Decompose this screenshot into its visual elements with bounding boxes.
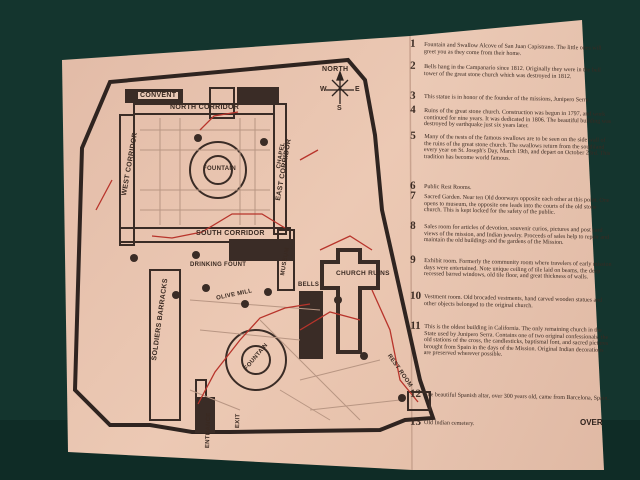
legend-number: 9 [410, 253, 416, 266]
legend-text: Ruins of the great stone church. Constru… [423, 108, 612, 130]
label-south-corridor: SOUTH CORRIDOR [196, 230, 265, 237]
legend-number: 7 [410, 189, 416, 202]
legend-number: 8 [410, 219, 416, 232]
legend-item: 9 Exhibit room. Formerly the community ro… [410, 254, 612, 281]
label-bells: BELLS [298, 282, 320, 288]
legend-item: 5 Many of the nests of the famous swallow… [410, 130, 613, 164]
label-church-ruins: CHURCH RUINS [336, 270, 390, 277]
legend-item: 8 Sales room for articles of devotion, so… [410, 220, 612, 247]
legend-number: 12 [409, 387, 422, 400]
legend-item: 4 Ruins of the great stone church. Constr… [410, 104, 612, 131]
compass-rose [326, 70, 354, 104]
legend-number: 1 [409, 37, 416, 50]
legend-text: Sacred Garden. Near ten Old doorways opp… [423, 194, 610, 216]
legend-number: 10 [409, 289, 422, 302]
compass-s: S [337, 105, 342, 112]
legend-number: 13 [409, 415, 422, 428]
legend-number: 2 [409, 59, 416, 72]
legend-text: Many of the nests of the famous swallows… [423, 134, 611, 162]
legend-item: 7 Sacred Garden. Near ten Old doorways op… [410, 190, 612, 217]
legend-text: Exhibit room. Formerly the community roo… [423, 258, 612, 281]
legend-text: This is the oldest building in Californi… [423, 324, 609, 358]
compass-north: NORTH [322, 66, 349, 73]
compass-w: W [320, 86, 327, 93]
compass-e: E [355, 86, 360, 93]
legend-text: Sales room for articles of devotion, sou… [423, 224, 610, 246]
label-fountain: FOUNTAIN [203, 166, 236, 172]
legend-number: 4 [410, 103, 416, 116]
brochure-right-page [410, 20, 604, 470]
label-north-corridor: NORTH CORRIDOR [170, 104, 240, 111]
label-exit: EXIT [235, 413, 242, 429]
over-label: OVER [580, 418, 603, 427]
legend-number: 5 [410, 129, 416, 142]
label-entrance: ENTRANCE [205, 412, 213, 449]
mission-boundary [72, 57, 436, 434]
label-convent: CONVENT [138, 92, 179, 99]
label-drinking-fountain: DRINKING FOUNT [190, 262, 247, 268]
legend-number: 6 [409, 179, 416, 192]
legend-number: 11 [410, 319, 421, 332]
legend-number: 3 [409, 89, 416, 102]
